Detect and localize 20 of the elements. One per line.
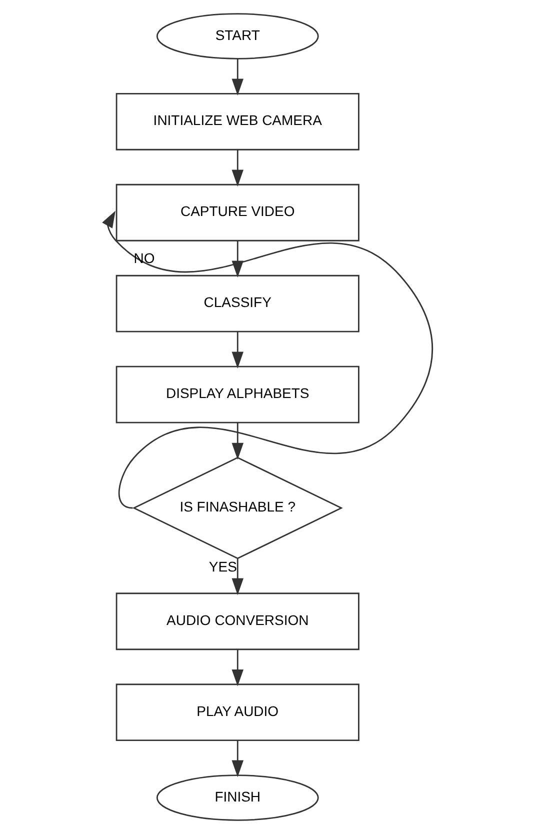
node-box: DISPLAY ALPHABETS — [116, 366, 360, 424]
arrow — [102, 210, 434, 509]
node-ellipse: START — [156, 13, 319, 60]
arrow — [232, 740, 244, 778]
node-box: CAPTURE VIDEO — [116, 184, 360, 242]
arrow — [232, 558, 244, 596]
arrow — [232, 150, 244, 187]
node-box: INITIALIZE WEB CAMERA — [116, 92, 360, 150]
node-diamond: IS FINASHABLE ? — [132, 456, 343, 560]
arrow — [232, 650, 244, 686]
arrow — [232, 422, 244, 460]
arrow — [232, 58, 244, 96]
node-box: PLAY AUDIO — [116, 684, 360, 742]
node-box: AUDIO CONVERSION — [116, 592, 360, 650]
node-box: CLASSIFY — [116, 274, 360, 332]
edge-label: NO — [134, 250, 155, 266]
arrow — [232, 332, 244, 369]
node-ellipse: FINISH — [156, 774, 319, 821]
edge-label: YES — [208, 558, 237, 574]
arrow — [232, 240, 244, 278]
